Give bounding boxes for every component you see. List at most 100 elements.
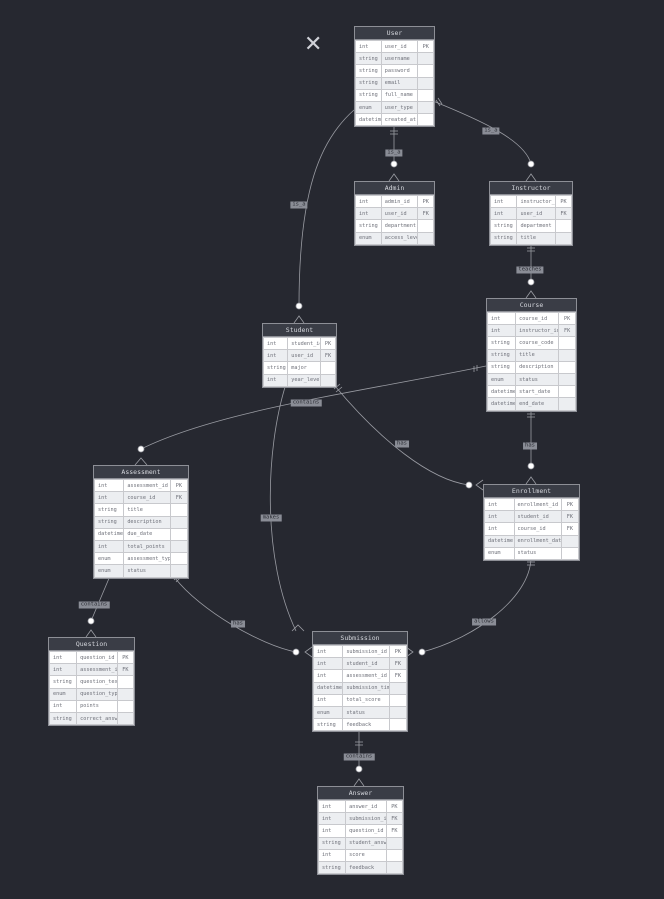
field-key: PK <box>169 478 189 493</box>
field-type: enum <box>355 231 382 245</box>
field-type: int <box>486 311 517 326</box>
field-key <box>558 372 576 387</box>
field-type: string <box>486 360 517 374</box>
field-name: full_name <box>380 88 419 102</box>
optional-endpoint-marker <box>527 160 535 168</box>
field-key <box>169 552 189 566</box>
entity-title: Enrollment <box>484 485 579 498</box>
field-type: int <box>484 497 515 512</box>
field-key <box>116 687 135 701</box>
field-name: major <box>287 361 322 375</box>
field-type: string <box>48 711 78 726</box>
field-name: answer_id <box>345 799 387 814</box>
field-name: assessment_id <box>76 663 118 677</box>
field-key <box>560 534 580 548</box>
field-type: int <box>93 491 125 505</box>
field-name: description <box>123 515 171 529</box>
field-key <box>558 348 576 362</box>
relation-label-assessment-question: contains <box>78 601 110 609</box>
relation-label-student-enrollment: has <box>395 440 409 448</box>
field-name: title <box>515 348 560 362</box>
field-type: int <box>312 669 344 683</box>
field-name: student_id <box>342 657 390 671</box>
field-type: string <box>48 675 78 689</box>
relation-label-user-instructor: is_a <box>482 127 500 135</box>
field-key <box>417 100 434 115</box>
relation-label-course-enrollment: has <box>523 442 537 450</box>
optional-endpoint-marker <box>137 445 145 453</box>
field-type: int <box>484 510 515 524</box>
field-name: student_id <box>287 336 322 351</box>
field-type: int <box>317 824 347 838</box>
field-key: PK <box>555 194 572 209</box>
field-type: int <box>489 207 518 221</box>
field-key <box>385 860 404 875</box>
field-name: instructor_id <box>516 194 557 209</box>
entity-title: Student <box>263 324 336 337</box>
entity-instructor[interactable]: Instructor intinstructor_idPKintuser_idFK… <box>489 181 573 246</box>
field-name: question_id <box>345 824 387 838</box>
field-type: int <box>355 207 382 221</box>
field-key <box>417 113 434 127</box>
field-type: enum <box>484 546 515 560</box>
field-name: admin_id <box>380 194 419 209</box>
field-key: FK <box>169 491 189 505</box>
field-name: start_date <box>515 385 560 399</box>
field-name: student_id <box>513 510 562 524</box>
field-key <box>558 360 576 374</box>
field-type: string <box>486 348 517 362</box>
field-name: password <box>380 64 419 78</box>
field-key: FK <box>555 207 572 221</box>
field-key <box>388 681 408 695</box>
field-type: string <box>262 361 289 375</box>
field-type: int <box>262 336 289 351</box>
relation-label-assessment-submission: has <box>231 620 245 628</box>
many-marker <box>525 476 537 485</box>
many-marker <box>353 778 365 787</box>
field-name: status <box>515 372 560 387</box>
field-name: user_id <box>287 349 322 363</box>
field-name: created_at <box>380 113 419 127</box>
optional-endpoint-marker <box>390 160 398 168</box>
many-marker <box>525 173 537 182</box>
many-marker <box>134 457 148 466</box>
field-type: string <box>93 503 125 517</box>
field-key: PK <box>560 497 580 512</box>
field-key <box>558 385 576 399</box>
many-marker <box>85 629 97 638</box>
field-type: enum <box>312 705 344 720</box>
field-type: string <box>489 231 518 245</box>
close-icon[interactable]: ✕ <box>304 32 323 57</box>
field-name: submission_id <box>345 812 387 826</box>
field-name: course_id <box>515 311 560 326</box>
entity-title: Instructor <box>490 182 572 195</box>
